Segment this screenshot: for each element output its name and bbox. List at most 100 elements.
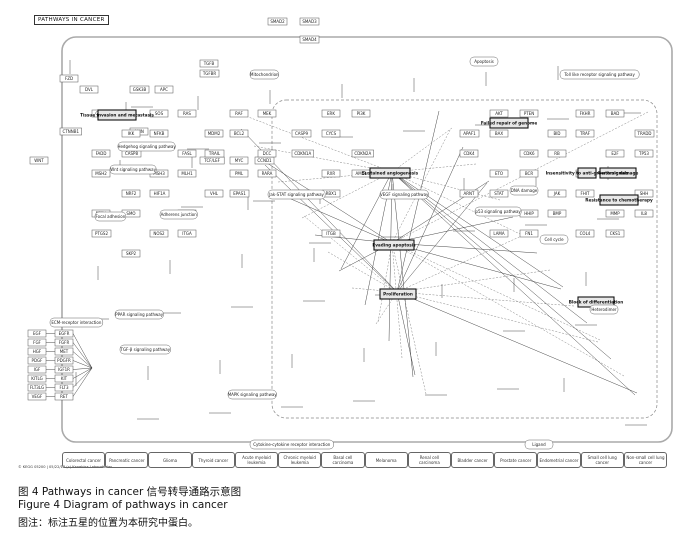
gene-msh2-label: MSH2 — [95, 171, 107, 176]
gene-hif1a-label: HIF1A — [154, 191, 166, 196]
gene-bad: BAD — [605, 109, 625, 118]
gene-raf-label: RAF — [235, 111, 243, 116]
gene-smad4-label: SMAD4 — [302, 37, 317, 42]
legend-small-cell-lung-cancer: Small cell lung cancer — [580, 452, 624, 468]
receptor-met: MET — [54, 347, 74, 356]
label-tgf-pathway: TGF-β signaling pathway — [120, 344, 171, 355]
gene-trail: TRAIL — [204, 149, 225, 158]
gene-nfkb: NFKB — [149, 129, 169, 138]
gene-tradd: TRADD — [634, 129, 655, 138]
gene-ptgs2: PTGS2 — [91, 229, 112, 238]
gene-tgfb-label: TGFB — [203, 61, 215, 66]
gene-il8: IL8 — [634, 209, 654, 218]
gene-shh: SHH — [634, 189, 654, 198]
edge — [391, 216, 514, 244]
ligand-hgf-label: HGF — [33, 349, 42, 354]
legend-renal-cell-carcinoma: Renal cell carcinoma — [407, 452, 451, 468]
gene-mlh1-label: MLH1 — [181, 171, 193, 176]
gene-ras-label: RAS — [183, 111, 191, 116]
edge — [396, 291, 575, 307]
label-p53-pathway: p53 signaling pathway — [474, 206, 522, 217]
gene-raf: RAF — [229, 109, 249, 118]
gene-mdm2: MDM2 — [204, 129, 224, 138]
gene-itgb-label: ITGB — [326, 231, 336, 236]
gene-eto: ETO — [489, 169, 509, 178]
gene-tgfbr-label: TGFBR — [202, 71, 217, 76]
label-text: Jak-STAT signaling pathway — [268, 192, 324, 197]
gene-smo-label: SMO — [126, 211, 135, 216]
receptor-pdgfr: PDGFR — [54, 356, 74, 365]
gene-skp2-label: SKP2 — [126, 251, 137, 256]
gene-hif1a: HIF1A — [149, 189, 170, 198]
gene-skp2: SKP2 — [121, 249, 141, 258]
gene-smad2-label: SMAD2 — [270, 19, 285, 24]
receptor-pdgfr-label: PDGFR — [57, 358, 71, 363]
gene-tp53: TP53 — [634, 149, 654, 158]
gene-lama: LAMA — [489, 229, 509, 238]
edge — [396, 110, 440, 293]
gene-hhip: HHIP — [519, 209, 539, 218]
gene-stat-label: STAT — [494, 191, 504, 196]
gene-vhl: VHL — [204, 189, 224, 198]
edge — [391, 129, 451, 244]
gene-myc-label: MYC — [235, 158, 244, 163]
gene-bmp: BMP — [547, 209, 567, 218]
gene-jak-label: JAK — [553, 191, 561, 196]
label-heterodimer: Heterodimer — [589, 304, 619, 315]
edge — [327, 251, 398, 293]
gene-bmp-label: BMP — [553, 211, 562, 216]
edge — [229, 109, 393, 173]
gene-fzd: FZD — [59, 74, 79, 83]
receptor-fgfr: FGFR — [54, 338, 74, 347]
edge — [391, 171, 636, 396]
gene-fn1: FN1 — [519, 229, 539, 238]
gene-ptgs2-label: PTGS2 — [95, 231, 108, 236]
gene-bcr-label: BCR — [525, 171, 533, 176]
edge — [266, 162, 393, 244]
ligand-fgf: FGF — [27, 338, 47, 347]
legend-endometrial-cancer: Endometrial cancer — [537, 452, 581, 468]
edge — [391, 171, 414, 378]
label-text: Hedgehog signaling pathway — [117, 144, 176, 149]
legend-prostate-cancer: Prostate cancer — [494, 452, 538, 468]
node-genomic-damage: Genomic damage — [598, 167, 639, 179]
label-focal-adhesion: Focal adhesion — [94, 211, 127, 222]
legend-basal-cell-carcinoma: Basal cell carcinoma — [321, 452, 365, 468]
label-text: p53 signaling pathway — [475, 209, 521, 214]
gene-trail-label: TRAIL — [208, 151, 221, 156]
gene-fzd-label: FZD — [65, 76, 73, 81]
nucleus-boundary — [271, 99, 658, 419]
gene-ctnnb1-label: CTNNB1 — [63, 129, 80, 134]
edge — [396, 146, 464, 293]
receptor-met-label: MET — [60, 349, 69, 354]
gene-fhit-label: FHIT — [581, 191, 590, 196]
edge — [396, 269, 551, 293]
gene-tp53-label: TP53 — [638, 151, 649, 156]
receptor-igf1r: IGF1R — [54, 365, 74, 374]
ligand-flt3lg: FLT3LG — [27, 383, 47, 392]
edge — [391, 127, 453, 173]
receptor-flt3: FLT3 — [54, 383, 74, 392]
gene-jak: JAK — [547, 189, 567, 198]
legend-bladder-cancer: Bladder cancer — [450, 452, 495, 468]
label-dna-damage: DNA damage — [509, 185, 539, 196]
node-label: Failed repair of genome — [481, 121, 538, 126]
gene-stat: STAT — [489, 189, 509, 198]
gene-dvl: DVL — [79, 85, 99, 94]
gene-nfkb-label: NFKB — [154, 131, 165, 136]
receptor-fgfr-label: FGFR — [59, 340, 70, 345]
legend-thyroid-cancer: Thyroid cancer — [191, 452, 235, 468]
gene-mek-label: MEK — [263, 111, 272, 116]
label-text: Toll like receptor signaling pathway — [563, 72, 635, 77]
label-hedgehog-pathway: Hedgehog signaling pathway — [117, 141, 176, 152]
label-text: Adherens junction — [161, 212, 198, 217]
legend-colorectal-cancer: Colorectal cancer — [62, 452, 106, 468]
gene-bax-label: BAX — [495, 131, 503, 136]
gene-fkhr: FKHR — [575, 109, 595, 118]
gene-bad-label: BAD — [611, 111, 620, 116]
gene-vhl-label: VHL — [210, 191, 219, 196]
edge — [72, 342, 93, 369]
ligand-vegf-label: VEGF — [32, 394, 43, 399]
gene-wnt: WNT — [29, 156, 49, 165]
receptor-kit-label: KIT — [61, 376, 68, 381]
